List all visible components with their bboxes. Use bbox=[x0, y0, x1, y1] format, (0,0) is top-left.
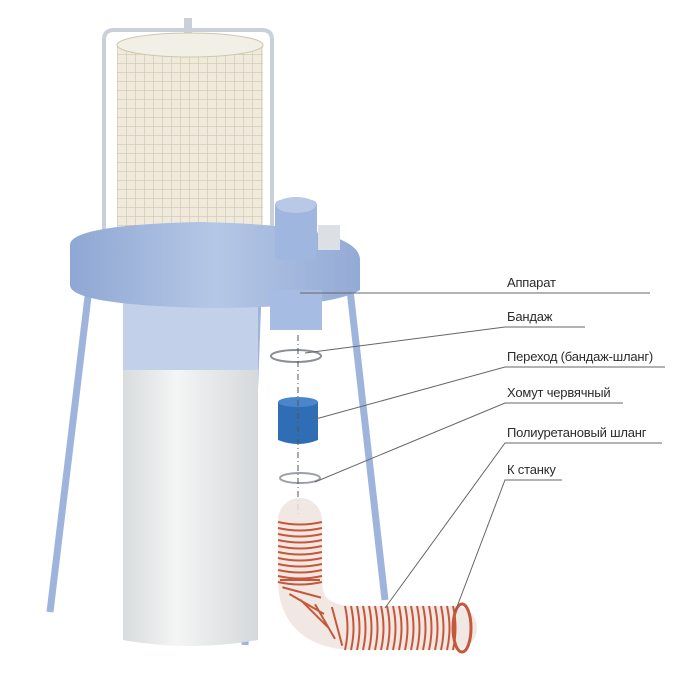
label-worm-clamp: Хомут червячный bbox=[507, 385, 611, 400]
bandage-ring bbox=[270, 349, 322, 363]
label-hose: Полиуретановый шланг bbox=[507, 425, 647, 440]
hose-end bbox=[451, 602, 473, 654]
label-adapter: Переход (бандаж-шланг) bbox=[507, 349, 654, 364]
filter-cartridge bbox=[116, 32, 264, 250]
apparatus-housing bbox=[70, 197, 360, 330]
leader-lines bbox=[300, 292, 665, 613]
dust-bag bbox=[123, 300, 258, 646]
polyurethane-hose bbox=[277, 498, 477, 651]
worm-clamp bbox=[279, 472, 321, 484]
label-to-machine: К станку bbox=[507, 462, 556, 477]
label-bandage: Бандаж bbox=[507, 309, 553, 324]
label-apparatus: Аппарат bbox=[507, 275, 556, 290]
